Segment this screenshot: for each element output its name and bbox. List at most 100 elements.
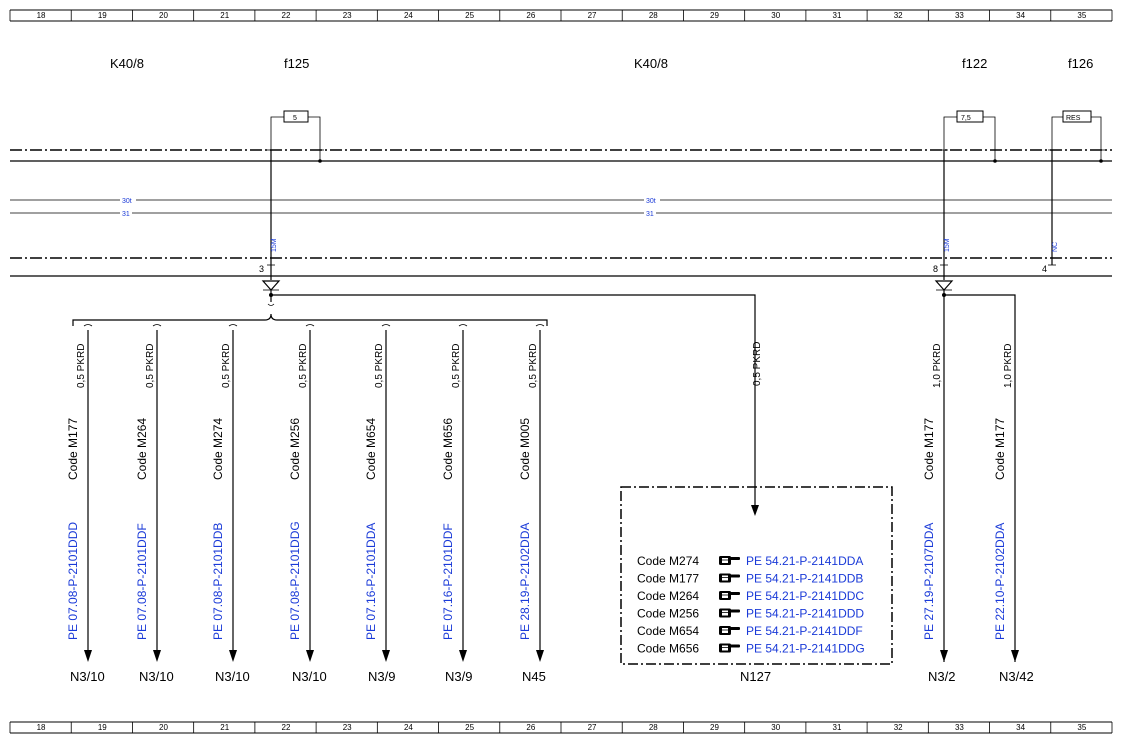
ruler-column-number: 33 xyxy=(955,11,964,20)
pointing-hand-icon xyxy=(719,556,740,565)
branch-code: Code M177 xyxy=(922,418,936,480)
ruler-column-number: 19 xyxy=(98,11,107,20)
branch-reference-link[interactable]: PE 07.08-P-2101DDG xyxy=(288,521,302,640)
pointing-hand-icon xyxy=(719,643,740,653)
pointing-hand-icon xyxy=(719,626,740,635)
branch-connector xyxy=(458,324,468,327)
branch-connector xyxy=(152,324,162,327)
branch-wire-label: 0,5 PKRD xyxy=(145,344,156,388)
ruler-column-number: 21 xyxy=(220,723,229,732)
destination-n127: N127 xyxy=(740,669,771,684)
branch-wire-label: 0,5 PKRD xyxy=(374,344,385,388)
wire-to-n127 xyxy=(271,294,756,512)
label-15m-right: 15M xyxy=(944,238,951,252)
branch-connector xyxy=(381,324,391,327)
connector-ticks-top xyxy=(267,149,1105,163)
branch-reference-link[interactable]: PE 07.08-P-2101DDB xyxy=(211,523,225,640)
ruler-column-number: 30 xyxy=(771,11,780,20)
n127-row-reference-link[interactable]: PE 54.21-P-2141DDD xyxy=(746,607,864,621)
bus-label-31-left: 31 xyxy=(122,211,130,218)
branch-destination: N45 xyxy=(522,669,546,684)
fuse-f122: 7,5 xyxy=(943,110,996,150)
branch-connector xyxy=(83,324,93,327)
ruler-column-number: 28 xyxy=(649,723,658,732)
branch-1: 0,5 PKRD Code M177 PE 07.08-P-2101DDD N3/10 xyxy=(66,324,105,684)
branch-reference-link[interactable]: PE 22.10-P-2102DDA xyxy=(993,523,1007,640)
ruler-column-number: 18 xyxy=(37,11,46,20)
branch-wire-label: 1,0 PKRD xyxy=(932,344,943,388)
branch-brace xyxy=(72,313,548,326)
fuse-f126: RES xyxy=(1051,110,1102,150)
branch-arrow xyxy=(1011,650,1019,662)
ruler-column-number: 26 xyxy=(526,723,535,732)
label-15m-left: 15M xyxy=(271,238,278,252)
ruler-column-number: 32 xyxy=(894,723,903,732)
wire-label-n127: 0,5 PKRD xyxy=(752,342,763,386)
component-f126: f126 xyxy=(1068,56,1093,71)
splice-left xyxy=(261,280,281,306)
branch-arrow xyxy=(940,650,948,662)
branch-code: Code M005 xyxy=(518,418,532,480)
fuse-f126-value: RES xyxy=(1066,115,1081,122)
branch-wire-label: 0,5 PKRD xyxy=(76,344,87,388)
ruler-column-number: 27 xyxy=(588,723,597,732)
wire-to-n3-42 xyxy=(944,294,1016,662)
branch-reference-link[interactable]: PE 27.19-P-2107DDA xyxy=(922,523,936,640)
right-branch-1: 1,0 PKRD Code M177 PE 27.19-P-2107DDA N3/2 xyxy=(922,344,955,684)
bus-label-30t-right: 30t xyxy=(646,198,656,205)
fuse-f125-value: 5 xyxy=(293,115,297,122)
ruler-column-number: 22 xyxy=(282,723,291,732)
ruler-column-number: 26 xyxy=(526,11,535,20)
ruler-column-number: 33 xyxy=(955,723,964,732)
ruler-column-number: 20 xyxy=(159,723,168,732)
branch-arrow xyxy=(459,650,467,662)
branch-destination: N3/2 xyxy=(928,669,955,684)
ruler-column-number: 34 xyxy=(1016,723,1025,732)
component-k40-left: K40/8 xyxy=(110,56,144,71)
branch-connector xyxy=(228,324,238,327)
n127-row-reference-link[interactable]: PE 54.21-P-2141DDF xyxy=(746,624,863,638)
branch-reference-link[interactable]: PE 07.08-P-2101DDF xyxy=(135,523,149,640)
branch-reference-link[interactable]: PE 28.19-P-2102DDA xyxy=(518,523,532,640)
branch-arrow xyxy=(84,650,92,662)
ruler-column-number: 28 xyxy=(649,11,658,20)
branch-wire-label: 1,0 PKRD xyxy=(1003,344,1014,388)
branch-reference-link[interactable]: PE 07.08-P-2101DDD xyxy=(66,522,80,640)
component-f122: f122 xyxy=(962,56,987,71)
branch-group: 0,5 PKRD Code M177 PE 07.08-P-2101DDD N3/10… xyxy=(66,324,546,684)
ruler-column-number: 19 xyxy=(98,723,107,732)
branch-arrow xyxy=(382,650,390,662)
branch-reference-link[interactable]: PE 07.16-P-2101DDA xyxy=(364,523,378,640)
branch-wire-label: 0,5 PKRD xyxy=(451,344,462,388)
branch-destination: N3/10 xyxy=(292,669,327,684)
branch-destination: N3/10 xyxy=(70,669,105,684)
branch-code: Code M177 xyxy=(66,418,80,480)
n127-row-reference-link[interactable]: PE 54.21-P-2141DDG xyxy=(746,642,865,656)
branch-code: Code M274 xyxy=(211,418,225,480)
fuse-f122-value: 7,5 xyxy=(961,115,971,122)
branch-connector xyxy=(305,324,315,327)
ruler-column-number: 31 xyxy=(833,723,842,732)
bus-label-31-right: 31 xyxy=(646,211,654,218)
pin-8: 8 xyxy=(933,264,938,274)
ruler-column-number: 23 xyxy=(343,11,352,20)
branch-code: Code M256 xyxy=(288,418,302,480)
n127-row-reference-link[interactable]: PE 54.21-P-2141DDC xyxy=(746,589,864,603)
ruler-column-number: 21 xyxy=(220,11,229,20)
branch-arrow xyxy=(229,650,237,662)
n127-box xyxy=(620,486,893,665)
branch-reference-link[interactable]: PE 07.16-P-2101DDF xyxy=(441,523,455,640)
n127-row-reference-link[interactable]: PE 54.21-P-2141DDA xyxy=(746,554,863,568)
branch-code: Code M177 xyxy=(993,418,1007,480)
n127-row-reference-link[interactable]: PE 54.21-P-2141DDB xyxy=(746,572,863,586)
